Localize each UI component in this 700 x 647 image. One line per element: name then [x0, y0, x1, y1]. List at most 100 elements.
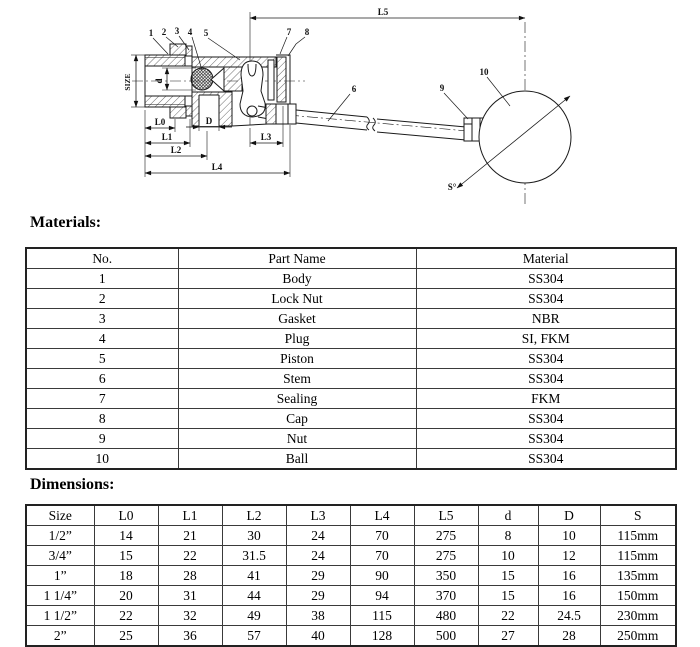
- table-cell: Sealing: [177, 388, 417, 409]
- table-cell: Nut: [177, 428, 417, 449]
- part-label-1: 1: [149, 28, 154, 38]
- table-cell: 6: [25, 368, 179, 389]
- table-cell: 40: [285, 625, 351, 647]
- table-cell: 38: [285, 605, 351, 626]
- table-cell: 15: [477, 585, 539, 606]
- part-label-5: 5: [204, 28, 209, 38]
- table-cell: 18: [93, 565, 159, 586]
- part-label-10: 10: [480, 67, 490, 77]
- table-cell: SS304: [415, 288, 677, 309]
- part-label-9: 9: [440, 83, 445, 93]
- table-cell: 2: [25, 288, 179, 309]
- table-cell: 128: [349, 625, 415, 647]
- technical-drawing: 1 2 3 4 5 6 7 8 9 10 L5 L0 L1 L2 L3 L4 D…: [0, 0, 700, 212]
- table-cell: 24: [285, 525, 351, 546]
- drawing-labels: 1 2 3 4 5 6 7 8 9 10 L5 L0 L1 L2 L3 L4 D…: [123, 7, 489, 192]
- leader-lines: [152, 35, 511, 122]
- table-cell: 150mm: [599, 585, 677, 606]
- column-header: S: [599, 504, 677, 526]
- table-cell: 90: [349, 565, 415, 586]
- table-cell: 2”: [25, 625, 95, 647]
- stem-adapter: [265, 103, 297, 125]
- table-cell: SI, FKM: [415, 328, 677, 349]
- table-cell: 70: [349, 545, 415, 566]
- table-cell: 15: [93, 545, 159, 566]
- table-cell: SS304: [415, 368, 677, 389]
- extension-lines: [131, 12, 291, 177]
- table-cell: SS304: [415, 408, 677, 429]
- table-cell: Lock Nut: [177, 288, 417, 309]
- table-cell: 250mm: [599, 625, 677, 647]
- column-header: L1: [157, 504, 223, 526]
- table-cell: 16: [537, 565, 601, 586]
- table-cell: 49: [221, 605, 287, 626]
- dim-label-size: SIZE: [123, 73, 132, 90]
- part-label-3: 3: [175, 26, 180, 36]
- table-cell: 31: [157, 585, 223, 606]
- table-cell: SS304: [415, 448, 677, 470]
- column-header: L2: [221, 504, 287, 526]
- table-cell: 370: [413, 585, 479, 606]
- table-cell: 22: [93, 605, 159, 626]
- table-cell: Piston: [177, 348, 417, 369]
- table-cell: SS304: [415, 428, 677, 449]
- table-cell: 480: [413, 605, 479, 626]
- column-header: L5: [413, 504, 479, 526]
- table-cell: 22: [157, 545, 223, 566]
- dim-label-l2: L2: [171, 145, 182, 155]
- column-header: L4: [349, 504, 415, 526]
- table-cell: SS304: [415, 268, 677, 289]
- table-cell: 70: [349, 525, 415, 546]
- table-cell: 115: [349, 605, 415, 626]
- table-cell: Ball: [177, 448, 417, 470]
- table-cell: 3: [25, 308, 179, 329]
- table-cell: 32: [157, 605, 223, 626]
- table-cell: 28: [157, 565, 223, 586]
- table-cell: 12: [537, 545, 601, 566]
- table-cell: 8: [25, 408, 179, 429]
- table-cell: Gasket: [177, 308, 417, 329]
- table-cell: 1 1/4”: [25, 585, 95, 606]
- stem: [295, 109, 467, 141]
- dimensions-heading: Dimensions:: [30, 476, 115, 493]
- table-cell: 350: [413, 565, 479, 586]
- column-header: No.: [25, 247, 179, 269]
- column-header: Part Name: [177, 247, 417, 269]
- part-label-6: 6: [352, 84, 357, 94]
- table-cell: 5: [25, 348, 179, 369]
- table-cell: 22: [477, 605, 539, 626]
- plug: [190, 67, 214, 91]
- table-cell: 1”: [25, 565, 95, 586]
- column-header: L3: [285, 504, 351, 526]
- column-header: d: [477, 504, 539, 526]
- table-cell: Plug: [177, 328, 417, 349]
- table-cell: 24.5: [537, 605, 601, 626]
- table-cell: Cap: [177, 408, 417, 429]
- table-cell: 10: [537, 525, 601, 546]
- materials-heading: Materials:: [30, 214, 102, 231]
- column-header: D: [537, 504, 601, 526]
- table-cell: 9: [25, 428, 179, 449]
- table-cell: 14: [93, 525, 159, 546]
- table-cell: 30: [221, 525, 287, 546]
- table-cell: 3/4”: [25, 545, 95, 566]
- table-cell: 115mm: [599, 545, 677, 566]
- table-cell: 21: [157, 525, 223, 546]
- table-cell: 10: [25, 448, 179, 470]
- dim-label-s: S°: [448, 182, 457, 192]
- column-header: Material: [415, 247, 677, 269]
